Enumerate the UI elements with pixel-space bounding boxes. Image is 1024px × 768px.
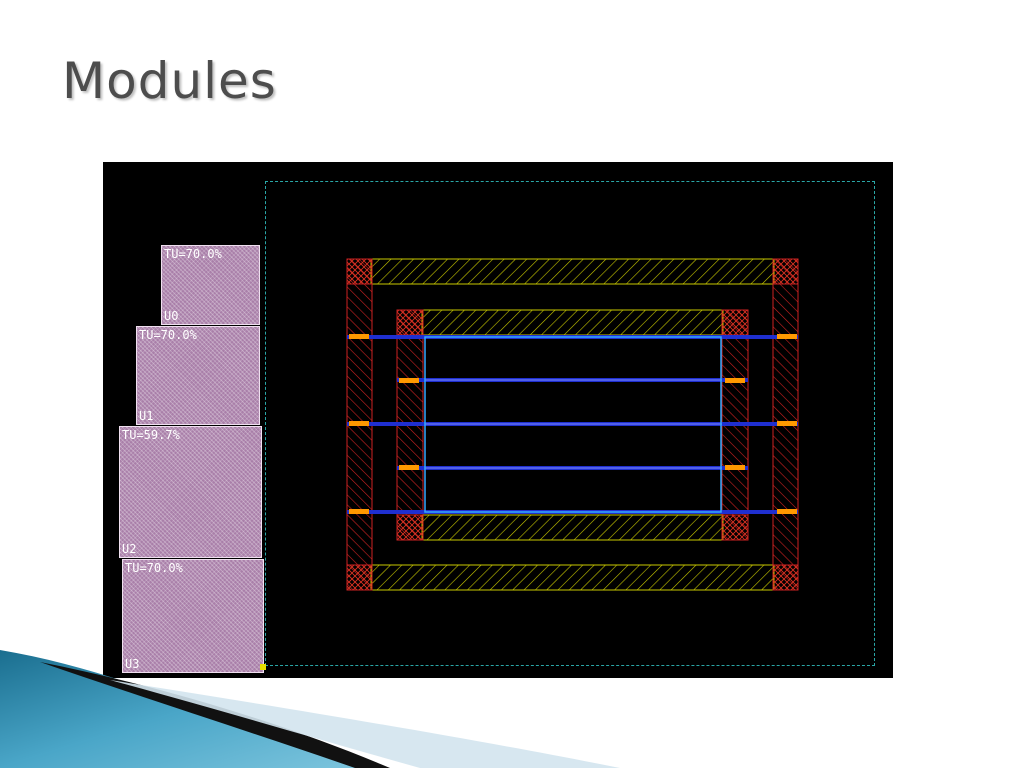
module-name: U2 — [122, 542, 137, 556]
outer-ring-corner — [772, 258, 799, 285]
module-name: U1 — [139, 409, 154, 423]
module-utilization: TU=59.7% — [122, 428, 180, 442]
outer-ring-top — [370, 258, 775, 285]
inner-ring-corner — [396, 309, 424, 336]
inner-ring-corner — [721, 514, 749, 541]
module-u1[interactable]: TU=70.0% U1 — [136, 326, 260, 425]
core-area — [424, 336, 722, 513]
layout-canvas[interactable]: TU=70.0% U0 TU=70.0% U1 TU=59.7% U2 TU=7… — [103, 162, 893, 678]
module-u3[interactable]: TU=70.0% U3 — [122, 559, 264, 673]
inner-ring-corner — [396, 514, 424, 541]
module-u0[interactable]: TU=70.0% U0 — [161, 245, 260, 325]
inner-ring-corner — [721, 309, 749, 336]
outer-ring-corner — [346, 564, 373, 591]
slide-decoration — [0, 650, 620, 768]
outer-ring-bottom — [370, 564, 775, 591]
module-utilization: TU=70.0% — [139, 328, 197, 342]
inner-ring-top — [421, 309, 724, 336]
module-name: U0 — [164, 309, 179, 323]
pad-icon — [349, 334, 797, 514]
slide-title: Modules — [62, 52, 277, 110]
outer-ring-corner — [772, 564, 799, 591]
module-utilization: TU=70.0% — [125, 561, 183, 575]
module-u2[interactable]: TU=59.7% U2 — [119, 426, 262, 558]
module-name: U3 — [125, 657, 140, 671]
module-utilization: TU=70.0% — [164, 247, 222, 261]
inner-ring-bottom — [421, 514, 724, 541]
origin-marker — [260, 664, 266, 670]
outer-ring-corner — [346, 258, 373, 285]
power-plan-drawing — [346, 258, 799, 591]
die-boundary — [265, 181, 875, 666]
